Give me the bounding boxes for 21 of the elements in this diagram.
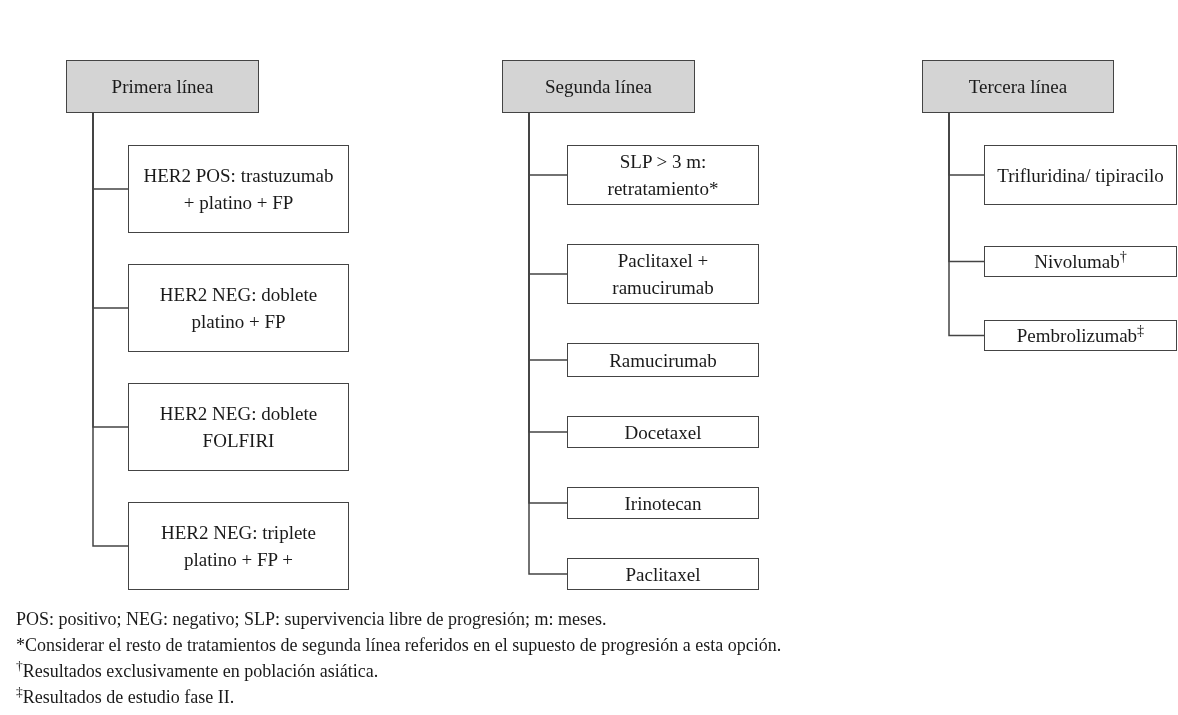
treatment-box: Pembrolizumab$^{‡}$ bbox=[984, 320, 1177, 351]
treatment-box: Paclitaxel + ramucirumab bbox=[567, 244, 759, 304]
footnote-text: $^{‡}$Resultados de estudio fase II. bbox=[16, 684, 236, 709]
footnote-text: *Considerar el resto de tratamientos de segunda línea referidos en el supuesto de progresión a esta opción. bbox=[16, 634, 782, 657]
header-box: Primera línea bbox=[66, 60, 259, 113]
treatment-box: HER2 NEG: doblete FOLFIRI bbox=[128, 383, 349, 471]
treatment-box: Irinotecan bbox=[567, 487, 759, 519]
header-box: Segunda línea bbox=[502, 60, 695, 113]
header-box: Tercera línea bbox=[922, 60, 1114, 113]
treatment-box: Docetaxel bbox=[567, 416, 759, 448]
connector-line bbox=[948, 112, 985, 337]
footnote-text: $^{†}$Resultados exclusivamente en población asiática. bbox=[16, 658, 380, 683]
treatment-box: Paclitaxel bbox=[567, 558, 759, 590]
treatment-box: Ramucirumab bbox=[567, 343, 759, 377]
footnote-text: POS: positivo; NEG: negativo; SLP: supervivencia libre de progresión; m: meses. bbox=[16, 608, 608, 631]
treatment-box: Nivolumab$^{†}$ bbox=[984, 246, 1177, 277]
treatment-box: SLP > 3 m: retratamiento* bbox=[567, 145, 759, 205]
treatment-box: HER2 NEG: doblete platino + FP bbox=[128, 264, 349, 352]
treatment-box: HER2 NEG: triplete platino + FP + bbox=[128, 502, 349, 590]
treatment-box: Trifluridina/ tipiracilo bbox=[984, 145, 1177, 205]
treatment-box: HER2 POS: trastuzumab + platino + FP bbox=[128, 145, 349, 233]
